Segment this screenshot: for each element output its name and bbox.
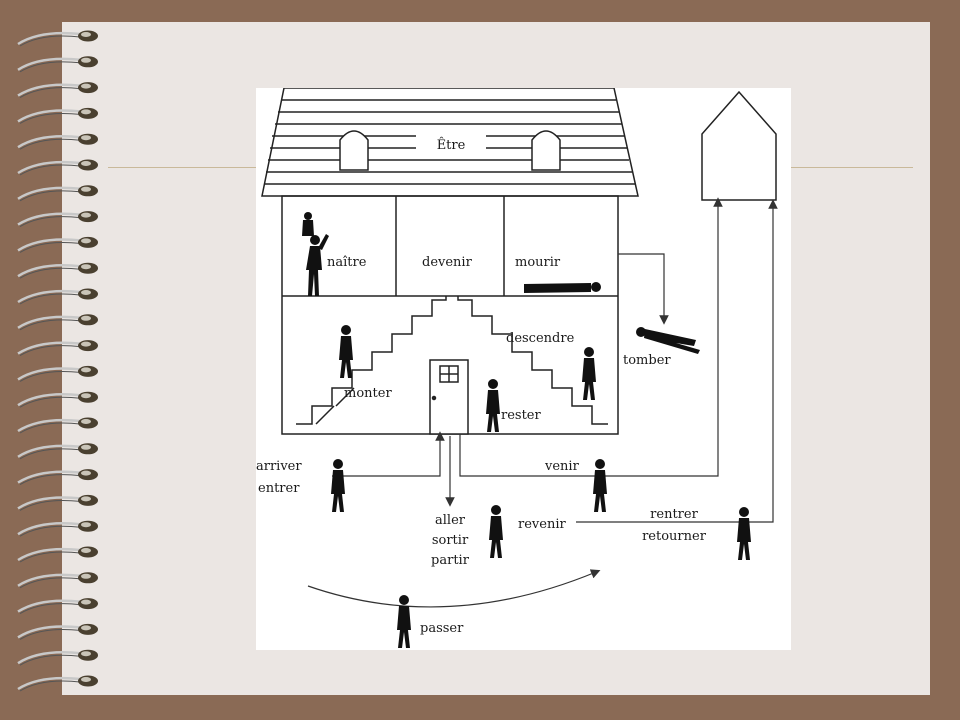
spiral-coil [17,598,98,615]
passer-figure [397,595,411,648]
spiral-coil [17,340,98,357]
figures [302,212,751,648]
spiral-coil [17,236,98,253]
lying-figure [524,282,601,293]
spiral-coil [17,288,98,305]
label-aller: aller [435,513,466,528]
etre-house-diagram: Être [256,88,791,650]
label-monter: monter [344,386,392,401]
spiral-coil [17,30,98,47]
spiral-coil [17,56,98,73]
label-entrer: entrer [258,481,300,496]
spiral-coil [17,572,98,589]
label-mourir: mourir [515,255,561,270]
spiral-coil [17,675,98,692]
label-descendre: descendre [506,331,575,346]
spiral-coil [17,159,98,176]
spiral-coil [17,82,98,99]
falling-figure [636,327,700,354]
label-sortir: sortir [432,533,469,548]
roof-label-plate [416,132,486,154]
label-partir: partir [431,553,470,568]
spiral-coil [17,520,98,537]
descendre-figure [582,347,596,400]
label-devenir: devenir [422,255,473,270]
spiral-coil [17,649,98,666]
label-rentrer: rentrer [650,507,698,522]
arriver-figure [331,459,345,512]
monter-figure [339,325,353,378]
house-door [429,359,469,435]
diagram-svg: Être [256,88,778,648]
label-venir: venir [544,459,580,474]
revenir-figure [489,505,503,558]
spiral-coil [17,391,98,408]
rentrer-figure [737,507,751,560]
label-tomber: tomber [623,353,671,368]
label-rester: rester [501,408,541,423]
label-passer: passer [420,621,464,636]
venir-figure [593,459,607,512]
spiral-coil [17,107,98,124]
roof-windows [339,130,561,171]
spiral-coil [17,262,98,279]
spiral-coil [17,623,98,640]
spiral-coil [17,133,98,150]
spiral-coil [17,443,98,460]
label-arriver: arriver [256,459,302,474]
house-roof [261,88,639,197]
small-house [701,90,777,201]
label-naitre: naître [327,255,367,270]
spiral-coil [17,365,98,382]
spiral-binding [17,30,98,692]
spiral-coil [17,494,98,511]
spiral-coil [17,211,98,228]
spiral-coil [17,546,98,563]
spiral-coil [17,417,98,434]
mother-baby-figure [302,212,329,296]
spiral-coil [17,314,98,331]
spiral-coil [17,185,98,202]
label-revenir: revenir [518,517,566,532]
roof-label-etre: Être [437,137,466,153]
staircase [296,296,608,425]
spiral-coil [17,469,98,486]
rester-figure [486,379,500,432]
arrows [307,197,778,608]
label-retourner: retourner [642,529,707,544]
